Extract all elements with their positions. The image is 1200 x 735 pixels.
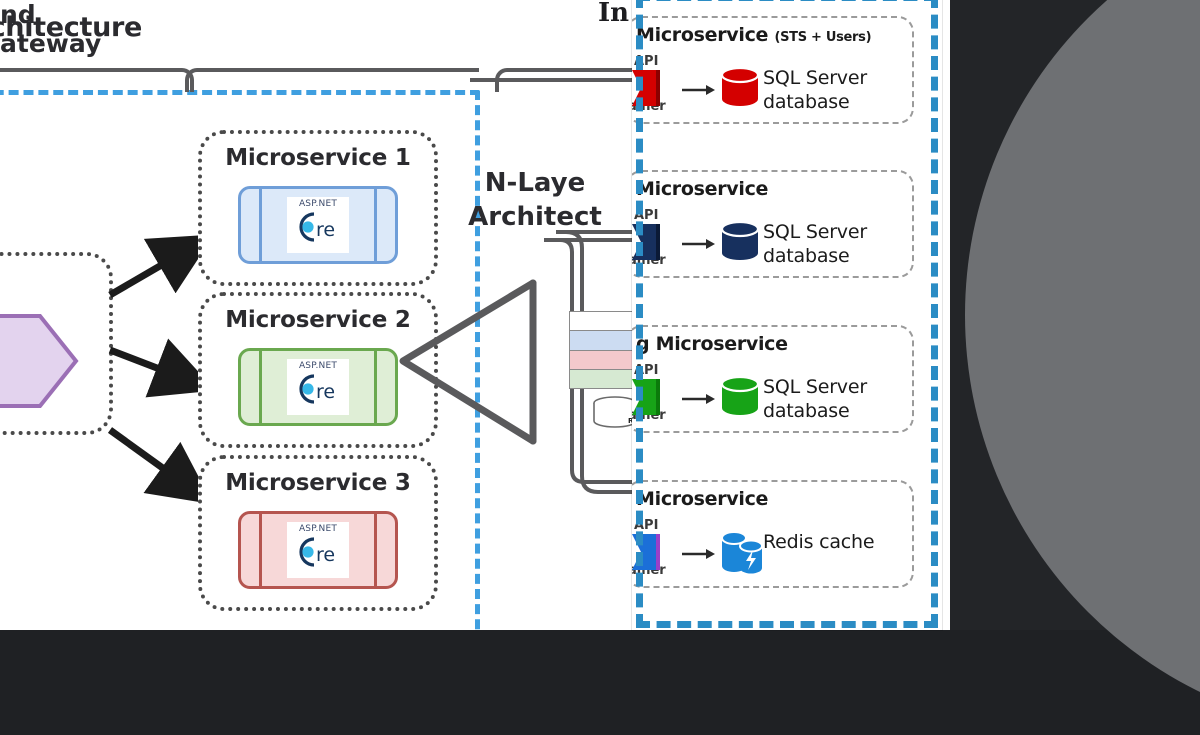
service-title-1: Microservice (STS + Users) [636, 24, 872, 46]
container-divider-right [374, 351, 377, 423]
sql-database-icon [720, 375, 760, 415]
service-title-3: g Microservice [636, 333, 788, 355]
container-divider-left [259, 189, 262, 261]
nlayer-title-line1: N-Laye [484, 168, 586, 198]
service-name-2: Microservice [636, 178, 769, 200]
nlayer-database-icon: R [593, 396, 637, 428]
microservice-2-title: Microservice 2 [225, 307, 411, 333]
microservice-1-container: ASP.NET re [238, 186, 398, 264]
microservice-1-frame[interactable]: Microservice 1 ASP.NET re [198, 130, 438, 286]
svg-text:re: re [316, 219, 335, 241]
db-label-3: SQL Server database [763, 376, 867, 423]
redis-cache-icon [721, 531, 763, 574]
container-divider-right [374, 514, 377, 586]
service-card-redis[interactable]: Microservice API ainer Redis cache [632, 480, 914, 588]
svg-text:R: R [628, 417, 634, 425]
db-label-4: Redis cache [763, 531, 875, 553]
service-title-4: Microservice [636, 488, 768, 510]
aspnet-logo-top-text: ASP.NET [298, 524, 338, 534]
flow-arrow-icon [682, 239, 715, 249]
sql-database-icon [720, 220, 760, 260]
api-label-3: API [634, 363, 659, 378]
microservice-3-frame[interactable]: Microservice 3 ASP.NET re [198, 455, 438, 611]
gateway-branch-icon [0, 314, 79, 408]
service-title-2: Microservice [636, 178, 768, 200]
page-title: al Architecture [0, 12, 143, 43]
backend-boundary [0, 90, 480, 630]
flow-arrow-icon [682, 85, 715, 95]
nlayer-title-line2: Architect [468, 202, 602, 233]
db-label-1: SQL Server database [763, 67, 867, 114]
brace-left [0, 68, 194, 92]
microservice-2-frame[interactable]: Microservice 2 ASP.NET re [198, 292, 438, 448]
flow-arrow-icon [682, 394, 715, 404]
api-label-4: API [634, 518, 659, 533]
service-name-4: Microservice [636, 488, 769, 510]
service-name-1: Microservice [636, 24, 769, 46]
svg-text:re: re [316, 544, 335, 566]
db-label-2: SQL Server database [763, 221, 867, 268]
api-container-icon [632, 379, 660, 415]
microservice-3-title: Microservice 3 [225, 470, 411, 496]
gateway-label: ateway [0, 29, 102, 58]
container-divider-left [259, 514, 262, 586]
api-container-icon [632, 70, 660, 106]
api-container-icon [632, 534, 660, 570]
aspnet-core-logo: ASP.NET re [287, 522, 349, 578]
api-label-2: API [634, 208, 659, 223]
microservice-1-title: Microservice 1 [225, 145, 411, 171]
microservice-2-container: ASP.NET re [238, 348, 398, 426]
container-divider-left [259, 351, 262, 423]
container-divider-right [374, 189, 377, 261]
flow-arrow-icon [682, 549, 715, 559]
inner-architecture-panel: Microservice (STS + Users) API ainer SQL… [632, 0, 942, 630]
api-label-1: API [634, 54, 659, 69]
aspnet-logo-top-text: ASP.NET [298, 361, 338, 371]
aspnet-core-logo: ASP.NET re [287, 197, 349, 253]
inner-architecture-title: In [598, 0, 630, 28]
funnel-triangle [399, 279, 537, 445]
service-card-sts-users[interactable]: Microservice (STS + Users) API ainer SQL… [632, 16, 914, 124]
backend-label: nd [0, 0, 36, 29]
aspnet-core-logo: ASP.NET re [287, 359, 349, 415]
aspnet-logo-top-text: ASP.NET [298, 199, 338, 209]
svg-text:re: re [316, 381, 335, 403]
brace-left-right-half [185, 68, 479, 92]
nlayer-architecture-title: N-Laye Architect [430, 166, 640, 235]
api-container-icon [632, 224, 660, 260]
service-card-3[interactable]: g Microservice API ainer SQL Server data… [632, 325, 914, 433]
service-name-3: g Microservice [636, 333, 788, 355]
service-card-2[interactable]: Microservice API ainer SQL Server databa… [632, 170, 914, 278]
sql-database-icon [720, 66, 760, 106]
microservice-3-container: ASP.NET re [238, 511, 398, 589]
service-name-suffix-1: (STS + Users) [774, 30, 872, 45]
